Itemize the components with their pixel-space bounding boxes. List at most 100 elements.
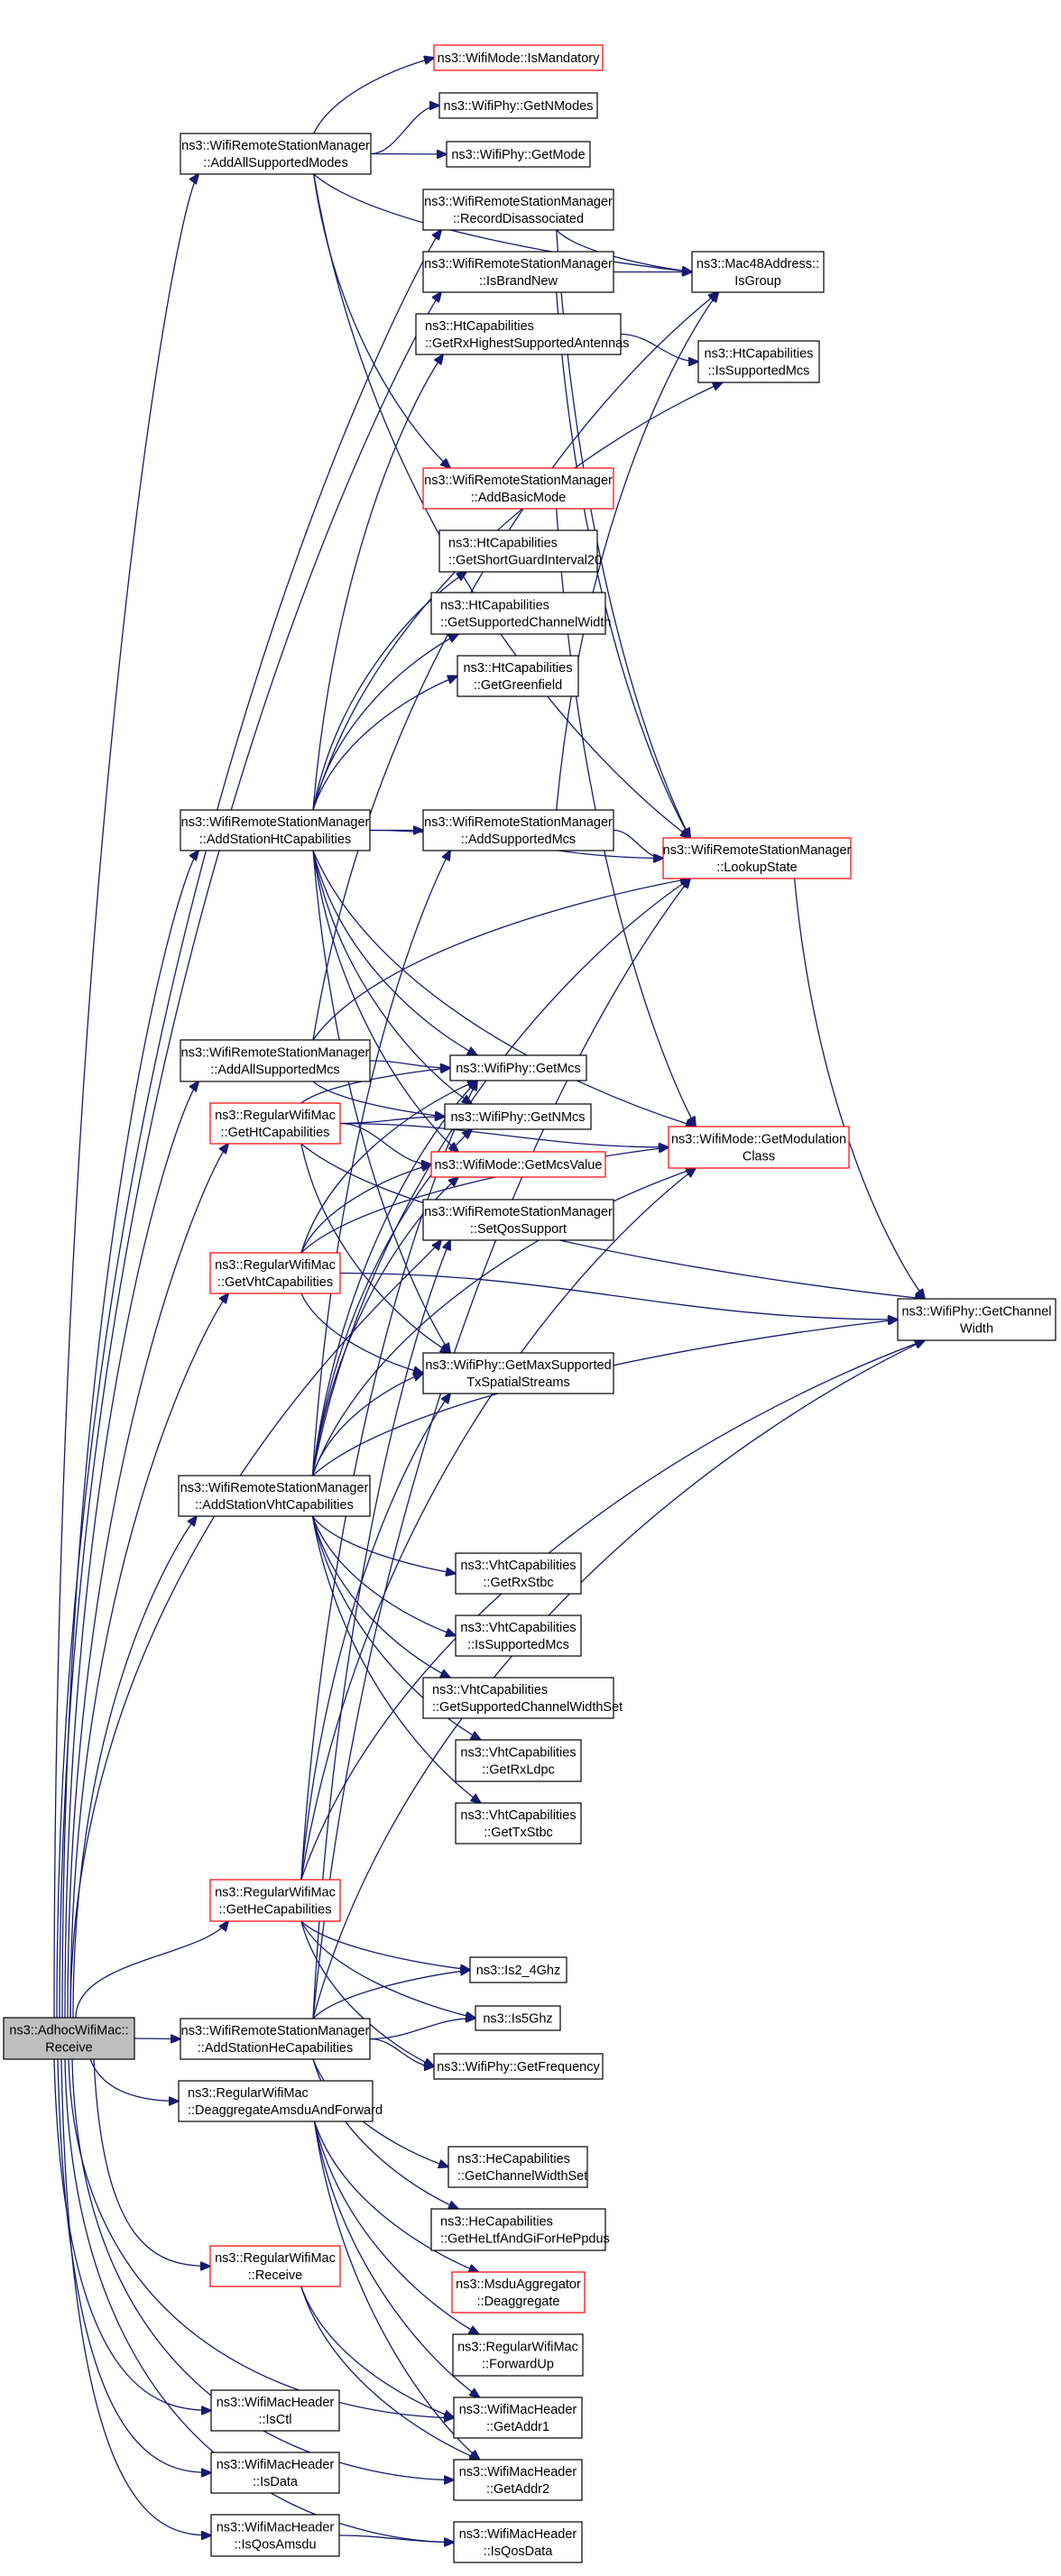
node-get-addr2[interactable]: ns3::WifiMacHeader::GetAddr2 — [453, 2459, 583, 2501]
node-box[interactable] — [438, 92, 598, 119]
node-box[interactable] — [455, 1739, 582, 1782]
node-set-qos-support[interactable]: ns3::WifiRemoteStationManager::SetQosSup… — [422, 1199, 614, 1241]
node-get-rx-ldpc[interactable]: ns3::VhtCapabilities::GetRxLdpc — [455, 1739, 582, 1782]
node-get-tx-stbc[interactable]: ns3::VhtCapabilities::GetTxStbc — [455, 1802, 582, 1845]
node-box[interactable] — [422, 467, 614, 510]
node-box[interactable] — [475, 2005, 561, 2031]
node-box[interactable] — [422, 809, 614, 851]
node-forward-up[interactable]: ns3::RegularWifiMac::ForwardUp — [452, 2333, 584, 2377]
node-box[interactable] — [897, 1298, 1056, 1341]
node-box[interactable] — [178, 1475, 371, 1517]
node-box[interactable] — [210, 2514, 340, 2557]
node-add-supported-mcs[interactable]: ns3::WifiRemoteStationManager::AddSuppor… — [422, 809, 614, 851]
node-is-qos-data[interactable]: ns3::WifiMacHeader::IsQosData — [453, 2521, 583, 2563]
node-get-mode[interactable]: ns3::WifiPhy::GetMode — [446, 141, 591, 168]
node-box[interactable] — [455, 1615, 582, 1657]
node-box[interactable] — [453, 2459, 583, 2501]
node-box[interactable] — [209, 1879, 341, 1922]
node-box[interactable] — [210, 2452, 340, 2494]
node-get-max-supported-tx-spatial-streams[interactable]: ns3::WifiPhy::GetMaxSupportedTxSpatialSt… — [422, 1352, 614, 1394]
node-get-addr1[interactable]: ns3::WifiMacHeader::GetAddr1 — [453, 2397, 583, 2439]
node-box[interactable] — [3, 2017, 135, 2060]
node-add-all-supported-modes[interactable]: ns3::WifiRemoteStationManager::AddAllSup… — [180, 133, 372, 175]
node-box[interactable] — [691, 251, 825, 293]
node-box[interactable] — [430, 592, 606, 635]
node-deaggregate-amsdu-and-forward[interactable]: ns3::RegularWifiMac::DeaggregateAmsduAnd… — [178, 2080, 383, 2122]
node-ht-is-supported-mcs[interactable]: ns3::HtCapabilities::IsSupportedMcs — [697, 340, 820, 383]
node-is-data[interactable]: ns3::WifiMacHeader::IsData — [210, 2452, 340, 2494]
node-is-brand-new[interactable]: ns3::WifiRemoteStationManager::IsBrandNe… — [422, 251, 614, 293]
node-get-rx-stbc[interactable]: ns3::VhtCapabilities::GetRxStbc — [455, 1552, 582, 1595]
node-box[interactable] — [438, 529, 598, 573]
node-add-basic-mode[interactable]: ns3::WifiRemoteStationManager::AddBasicM… — [422, 467, 614, 510]
node-box[interactable] — [209, 1252, 341, 1294]
node-box[interactable] — [209, 2245, 341, 2287]
node-get-ht-capabilities[interactable]: ns3::RegularWifiMac::GetHtCapabilities — [209, 1102, 341, 1145]
node-box[interactable] — [415, 313, 622, 355]
node-box[interactable] — [433, 44, 604, 71]
node-box[interactable] — [180, 133, 372, 175]
node-get-greenfield[interactable]: ns3::HtCapabilities::GetGreenfield — [457, 655, 579, 697]
node-box[interactable] — [469, 1956, 567, 1983]
node-get-channel-width[interactable]: ns3::WifiPhy::GetChannelWidth — [897, 1298, 1056, 1341]
node-box[interactable] — [180, 1039, 371, 1082]
node-box[interactable] — [455, 1802, 582, 1845]
node-box[interactable] — [453, 2397, 583, 2439]
node-get-frequency[interactable]: ns3::WifiPhy::GetFrequency — [433, 2053, 604, 2080]
node-box[interactable] — [662, 837, 852, 879]
node-get-short-guard-interval20[interactable]: ns3::HtCapabilities::GetShortGuardInterv… — [438, 529, 602, 573]
node-get-he-capabilities[interactable]: ns3::RegularWifiMac::GetHeCapabilities — [209, 1879, 341, 1922]
node-box[interactable] — [422, 251, 614, 293]
node-root[interactable]: ns3::AdhocWifiMac::Receive — [3, 2017, 135, 2060]
node-is-mandatory[interactable]: ns3::WifiMode::IsMandatory — [433, 44, 604, 71]
node-get-supported-channel-width[interactable]: ns3::HtCapabilities::GetSupportedChannel… — [430, 592, 611, 635]
node-box[interactable] — [668, 1126, 850, 1169]
node-add-station-he-capabilities[interactable]: ns3::WifiRemoteStationManager::AddStatio… — [180, 2018, 371, 2060]
node-box[interactable] — [452, 2333, 584, 2377]
node-get-mcs-value[interactable]: ns3::WifiMode::GetMcsValue — [430, 1151, 606, 1178]
node-vht-is-supported-mcs[interactable]: ns3::VhtCapabilities::IsSupportedMcs — [455, 1615, 582, 1657]
node-box[interactable] — [422, 189, 614, 231]
node-box[interactable] — [430, 1151, 606, 1178]
node-add-station-vht-capabilities[interactable]: ns3::WifiRemoteStationManager::AddStatio… — [178, 1475, 371, 1517]
node-get-mcs[interactable]: ns3::WifiPhy::GetMcs — [449, 1054, 587, 1081]
node-get-he-ltf-and-gi-for-he-ppdus[interactable]: ns3::HeCapabilities::GetHeLtfAndGiForHeP… — [430, 2208, 610, 2251]
node-box[interactable] — [180, 809, 371, 851]
node-box[interactable] — [430, 2208, 606, 2251]
node-is-ctl[interactable]: ns3::WifiMacHeader::IsCtl — [210, 2389, 340, 2432]
node-box[interactable] — [444, 1103, 592, 1130]
node-box[interactable] — [697, 340, 820, 383]
node-add-all-supported-mcs[interactable]: ns3::WifiRemoteStationManager::AddAllSup… — [180, 1039, 371, 1082]
node-deaggregate[interactable]: ns3::MsduAggregator::Deaggregate — [451, 2271, 586, 2314]
node-get-supported-channel-width-set[interactable]: ns3::VhtCapabilities::GetSupportedChanne… — [422, 1677, 623, 1719]
node-get-channel-width-set[interactable]: ns3::HeCapabilities::GetChannelWidthSet — [447, 2146, 588, 2188]
node-box[interactable] — [178, 2080, 374, 2122]
node-box[interactable] — [457, 655, 579, 697]
node-box[interactable] — [210, 2389, 340, 2432]
node-box[interactable] — [433, 2053, 604, 2080]
node-box[interactable] — [422, 1199, 614, 1241]
node-is-qos-amsdu[interactable]: ns3::WifiMacHeader::IsQosAmsdu — [210, 2514, 340, 2557]
node-regular-receive[interactable]: ns3::RegularWifiMac::Receive — [209, 2245, 341, 2287]
node-is2-4-ghz[interactable]: ns3::Is2_4Ghz — [469, 1956, 567, 1983]
node-box[interactable] — [209, 1102, 341, 1145]
node-lookup-state[interactable]: ns3::WifiRemoteStationManager::LookupSta… — [662, 837, 852, 879]
node-box[interactable] — [453, 2521, 583, 2563]
node-is5-ghz[interactable]: ns3::Is5Ghz — [475, 2005, 561, 2031]
node-box[interactable] — [455, 1552, 582, 1595]
node-box[interactable] — [422, 1677, 614, 1719]
node-get-rx-highest-supported-antennas[interactable]: ns3::HtCapabilities::GetRxHighestSupport… — [415, 313, 630, 355]
node-box[interactable] — [451, 2271, 586, 2314]
node-get-vht-capabilities[interactable]: ns3::RegularWifiMac::GetVhtCapabilities — [209, 1252, 341, 1294]
node-add-station-ht-capabilities[interactable]: ns3::WifiRemoteStationManager::AddStatio… — [180, 809, 371, 851]
node-box[interactable] — [446, 141, 591, 168]
node-get-nmodes[interactable]: ns3::WifiPhy::GetNModes — [438, 92, 598, 119]
node-record-disassociated[interactable]: ns3::WifiRemoteStationManager::RecordDis… — [422, 189, 614, 231]
node-get-nmcs[interactable]: ns3::WifiPhy::GetNMcs — [444, 1103, 592, 1130]
node-box[interactable] — [449, 1054, 587, 1081]
node-box[interactable] — [447, 2146, 588, 2188]
node-is-group[interactable]: ns3::Mac48Address::IsGroup — [691, 251, 825, 293]
node-box[interactable] — [422, 1352, 614, 1394]
node-box[interactable] — [180, 2018, 371, 2060]
